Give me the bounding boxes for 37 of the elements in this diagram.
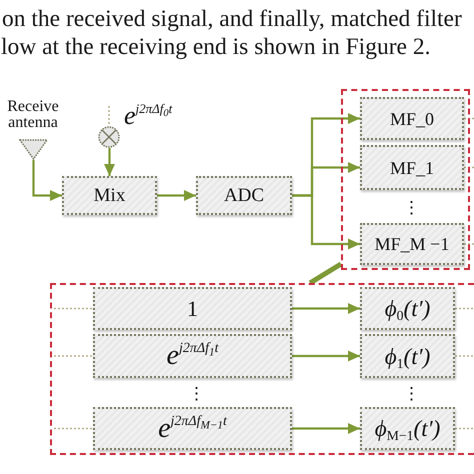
process-box: ϕ$_{0}$(t′) — [360, 287, 455, 330]
arrow — [292, 350, 360, 362]
arrow — [292, 303, 360, 314]
body-text-line: on the received signal, and finally, matched filter — [2, 6, 462, 33]
dotted-line — [464, 166, 474, 168]
antenna-label: Receive antenna — [6, 99, 60, 131]
process-box: ϕ$_{M−1}$(t′) — [360, 407, 455, 450]
dotted-line — [464, 118, 474, 120]
process-box: MF_1 — [360, 145, 464, 190]
process-box: Mix — [62, 176, 157, 215]
vertical-ellipsis: ⋮ — [403, 384, 413, 404]
dotted-line — [54, 428, 93, 430]
arrow — [157, 190, 196, 201]
arrow — [292, 194, 360, 250]
dotted-line — [455, 355, 474, 357]
vertical-ellipsis: ⋮ — [188, 384, 198, 404]
vertical-ellipsis: ⋮ — [403, 198, 413, 218]
dotted-line — [455, 308, 474, 310]
process-box: ϕ$_{1}$(t′) — [360, 334, 455, 378]
dotted-line — [455, 428, 474, 430]
dashed-group-frame — [341, 89, 470, 270]
mixer-circle — [98, 126, 120, 148]
arrow — [292, 423, 360, 434]
arrow — [104, 148, 115, 176]
dashed-group-frame — [50, 283, 474, 455]
arrow — [32, 160, 62, 201]
body-text-line: low at the receiving end is shown in Figure 2. — [1, 34, 430, 61]
antenna-triangle — [19, 139, 48, 160]
process-box: MF_M −1 — [360, 223, 464, 265]
dotted-line — [54, 308, 93, 310]
dotted-line — [108, 106, 110, 126]
thick-link-line — [308, 262, 342, 286]
process-box: ADC — [196, 176, 292, 215]
process-box: 1 — [93, 287, 292, 330]
dotted-line — [54, 355, 93, 357]
process-box: MF_0 — [360, 97, 464, 140]
dotted-line — [464, 243, 474, 245]
